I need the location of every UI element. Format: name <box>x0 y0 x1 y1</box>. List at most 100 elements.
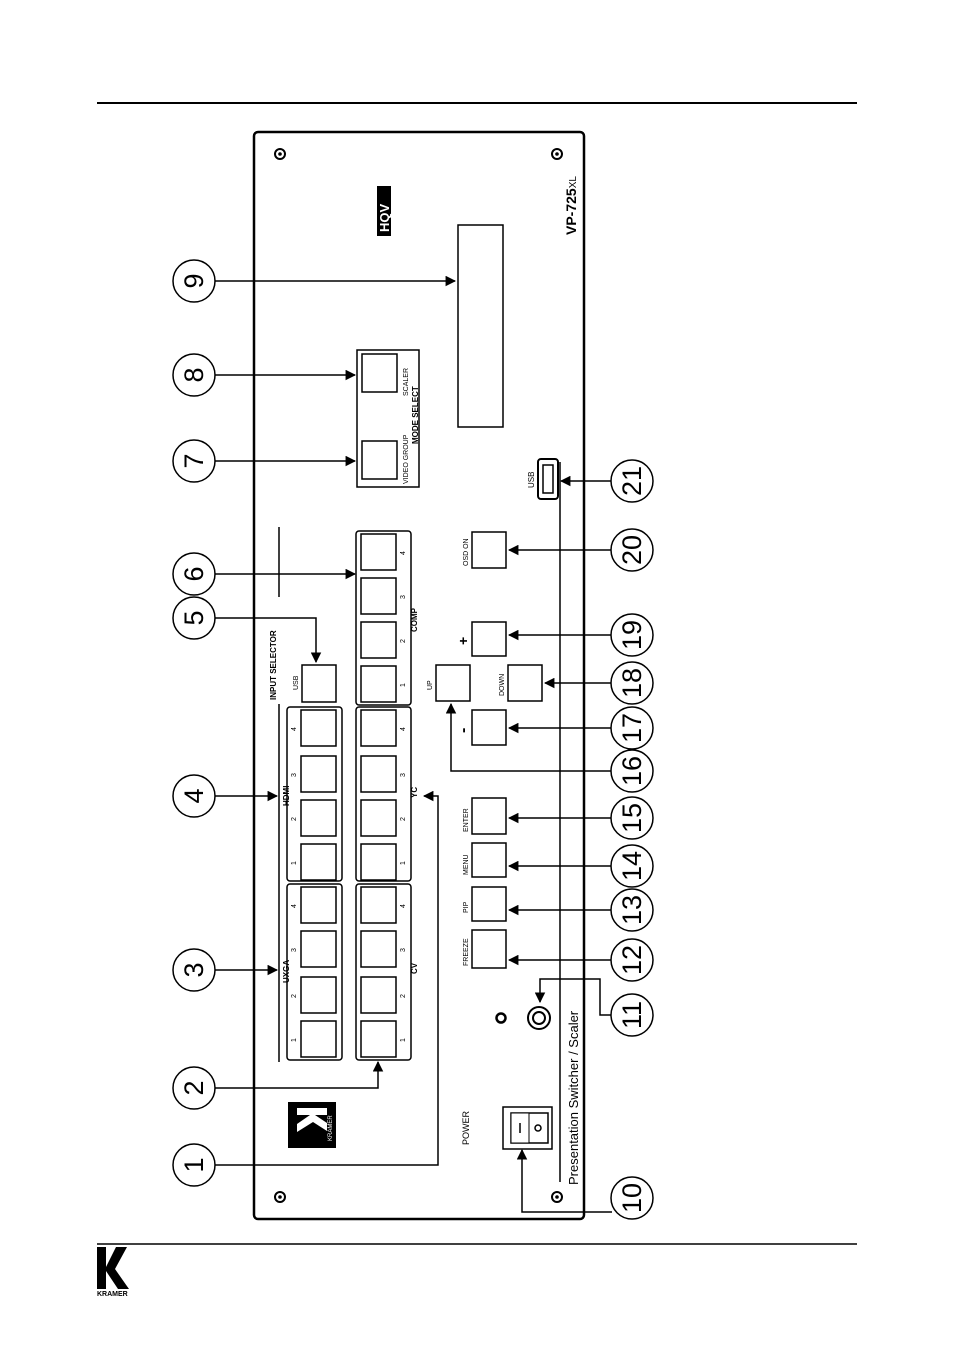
input-button-number: 4 <box>400 727 407 731</box>
front-display-window <box>458 225 503 427</box>
usb-port-label: USB <box>527 472 536 488</box>
enter-button[interactable] <box>472 798 506 834</box>
input-button-number: 4 <box>400 551 407 555</box>
input-button-yc-4[interactable] <box>361 710 396 746</box>
callout-4: 4 <box>173 775 215 817</box>
power-label: POWER <box>461 1110 471 1145</box>
input-button-number: 1 <box>400 861 407 865</box>
input-button-number: 3 <box>400 948 407 952</box>
callout-number: 2 <box>179 1080 209 1095</box>
osd-on-button-label: OSD ON <box>463 538 470 566</box>
plus-button[interactable] <box>472 622 506 656</box>
ir-receiver-icon <box>528 1007 550 1029</box>
input-button-uxga-1[interactable] <box>301 1021 336 1057</box>
input-button-comp-2[interactable] <box>361 622 396 658</box>
down-button[interactable] <box>508 665 542 701</box>
callout-12: 12 <box>611 939 653 981</box>
cv-group-label: CV <box>410 962 419 974</box>
device-subtitle: Presentation Switcher / Scaler <box>566 1010 581 1185</box>
input-button-comp-1[interactable] <box>361 666 396 702</box>
input-button-usb[interactable] <box>302 665 336 702</box>
callout-9: 9 <box>173 260 215 302</box>
callout-10: 10 <box>611 1177 653 1219</box>
callout-3: 3 <box>173 949 215 991</box>
mode-select-label: MODE SELECT <box>411 386 420 444</box>
callout-number: 16 <box>617 756 647 786</box>
callout-number: 3 <box>179 962 209 977</box>
callout-number: 1 <box>179 1157 209 1172</box>
input-button-number: 1 <box>291 861 298 865</box>
footer-logo-text: KRAMER <box>97 1291 128 1298</box>
input-button-yc-3[interactable] <box>361 756 396 792</box>
freeze-button[interactable] <box>472 930 506 968</box>
input-button-uxga-4[interactable] <box>301 887 336 923</box>
power-switch[interactable] <box>503 1107 552 1149</box>
callout-8: 8 <box>173 354 215 396</box>
callout-number: 11 <box>617 1001 647 1029</box>
up-button[interactable] <box>436 665 470 701</box>
minus-button[interactable] <box>472 710 506 745</box>
callout-5: 5 <box>173 597 215 639</box>
comp-group-label: COMP <box>410 607 419 632</box>
mode-button-scaler[interactable] <box>362 354 397 392</box>
callout-number: 7 <box>179 453 209 468</box>
usb-port: USB <box>527 459 558 499</box>
callout-2: 2 <box>173 1067 215 1109</box>
callout-6: 6 <box>173 553 215 595</box>
osd-on-button[interactable] <box>472 532 506 568</box>
callout-number: 10 <box>617 1183 647 1213</box>
callout-number: 8 <box>179 367 209 382</box>
input-button-cv-1[interactable] <box>361 1021 396 1057</box>
callout-19: 19 <box>611 614 653 656</box>
callout-15: 15 <box>611 797 653 839</box>
callout-number: 9 <box>179 273 209 288</box>
up-button-label: UP <box>427 680 434 690</box>
input-button-hdmi-2[interactable] <box>301 800 336 836</box>
input-selector-label: INPUT SELECTOR <box>269 630 278 700</box>
input-button-hdmi-1[interactable] <box>301 844 336 880</box>
menu-button[interactable] <box>472 843 506 877</box>
mode-button-video-group[interactable] <box>362 441 397 479</box>
callout-21: 21 <box>611 460 653 502</box>
uxga-group-label: UXGA <box>282 960 291 983</box>
pip-button[interactable] <box>472 887 506 921</box>
freeze-button-label: FREEZE <box>463 938 470 966</box>
input-button-yc-1[interactable] <box>361 844 396 880</box>
callout-number: 6 <box>179 566 209 581</box>
callout-13: 13 <box>611 889 653 931</box>
input-button-uxga-3[interactable] <box>301 931 336 967</box>
input-button-comp-3[interactable] <box>361 578 396 614</box>
input-button-cv-4[interactable] <box>361 887 396 923</box>
plus-button-label: + <box>455 637 471 645</box>
hdmi-group-label: HDMI <box>282 786 291 806</box>
input-button-yc-2[interactable] <box>361 800 396 836</box>
input-button-number: 2 <box>291 994 298 998</box>
input-button-comp-4[interactable] <box>361 534 396 570</box>
input-button-uxga-2[interactable] <box>301 977 336 1013</box>
input-button-number: 2 <box>400 817 407 821</box>
input-button-number: 3 <box>291 948 298 952</box>
input-button-hdmi-4[interactable] <box>301 710 336 746</box>
standby-led-icon <box>497 1014 506 1023</box>
callout-number: 13 <box>617 895 647 925</box>
input-button-cv-2[interactable] <box>361 977 396 1013</box>
callout-number: 18 <box>617 668 647 698</box>
input-button-number: 3 <box>291 773 298 777</box>
callout-number: 21 <box>617 466 647 496</box>
input-button-number: 2 <box>400 994 407 998</box>
callout-number: 19 <box>617 620 647 650</box>
callout-number: 20 <box>617 535 647 565</box>
input-button-cv-3[interactable] <box>361 931 396 967</box>
input-button-hdmi-3[interactable] <box>301 756 336 792</box>
input-button-number: 1 <box>400 1038 407 1042</box>
model-name: VP-725XL <box>563 176 579 235</box>
input-button-number: 2 <box>400 639 407 643</box>
input-button-number: 1 <box>291 1038 298 1042</box>
input-buttons: 12341234123412341234 <box>291 534 407 1057</box>
mode-button-video-group-label: VIDEO GROUP <box>403 434 410 484</box>
pip-button-label: PIP <box>463 901 470 913</box>
callout-20: 20 <box>611 529 653 571</box>
menu-button-label: MENU <box>463 854 470 875</box>
callout-17: 17 <box>611 707 653 749</box>
